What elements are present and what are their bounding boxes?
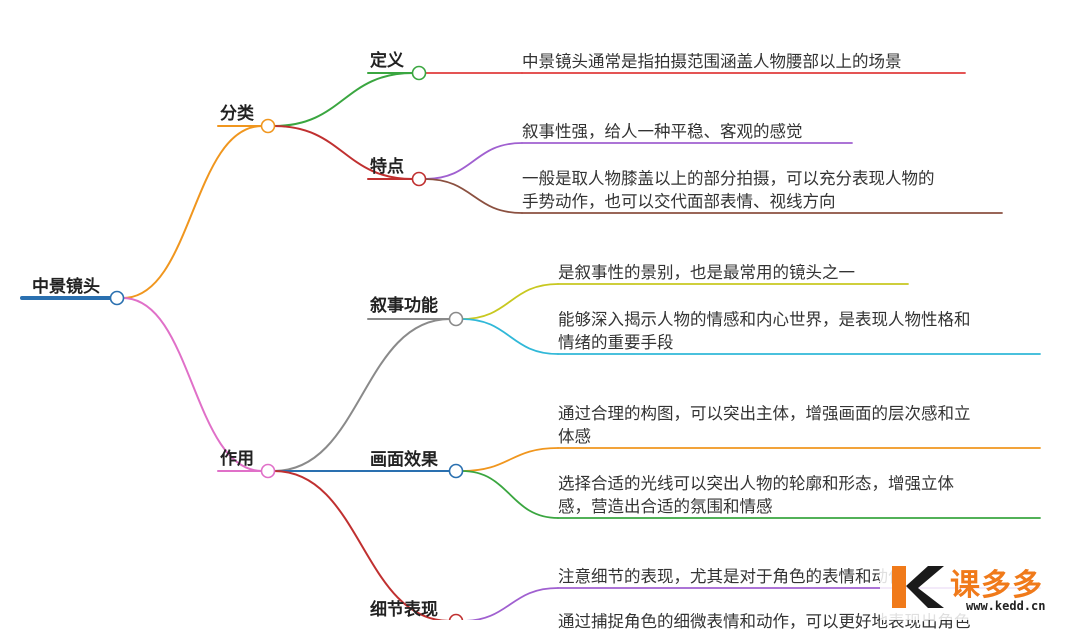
leaf-text: 通过合理的构图，可以突出主体，增强画面的层次感和立体感 bbox=[558, 402, 971, 448]
leaf-text-line: 是叙事性的景别，也是最常用的镜头之一 bbox=[558, 263, 855, 282]
child-edge bbox=[273, 72, 414, 127]
child-node: 定义 bbox=[370, 51, 404, 71]
leaf-text-line: 一般是取人物膝盖以上的部分拍摄，可以充分表现人物的 bbox=[522, 169, 935, 188]
watermark-name: 课多多 bbox=[950, 568, 1043, 603]
child-node-dot bbox=[411, 171, 427, 187]
watermark-url: www.kedd.cn bbox=[966, 599, 1046, 613]
leaf-edge bbox=[461, 283, 559, 320]
leaf-text-line: 能够深入揭示人物的情感和内心世界，是表现人物性格和 bbox=[558, 310, 971, 329]
leaf-edge bbox=[463, 587, 559, 620]
branch-node: 作用 bbox=[220, 449, 254, 469]
leaf-text-line: 感，营造出合适的氛围和情感 bbox=[558, 497, 773, 516]
leaf-text: 叙事性强，给人一种平稳、客观的感觉 bbox=[522, 120, 803, 143]
leaf-text: 选择合适的光线可以突出人物的轮廓和形态，增强立体感，营造出合适的氛围和情感 bbox=[558, 472, 954, 518]
child-node-dot bbox=[448, 311, 464, 327]
child-node: 细节表现 bbox=[370, 600, 438, 620]
mindmap-node-dots bbox=[109, 65, 464, 620]
leaf-edge bbox=[424, 142, 523, 180]
leaf-text: 一般是取人物膝盖以上的部分拍摄，可以充分表现人物的手势动作，也可以交代面部表情、… bbox=[522, 167, 935, 213]
child-edge bbox=[273, 125, 414, 180]
leaf-text-line: 叙事性强，给人一种平稳、客观的感觉 bbox=[522, 122, 803, 141]
leaf-edge bbox=[424, 178, 523, 214]
leaf-text-line: 中景镜头通常是指拍摄范围涵盖人物腰部以上的场景 bbox=[522, 52, 902, 71]
leaf-text-line: 注意细节的表现，尤其是对于角色的表情和动作 bbox=[558, 567, 905, 586]
leaf-text-line: 选择合适的光线可以突出人物的轮廓和形态，增强立体 bbox=[558, 474, 954, 493]
branch-node: 分类 bbox=[220, 104, 254, 124]
child-node-dot bbox=[448, 613, 464, 620]
leaf-text-line: 体感 bbox=[558, 427, 591, 446]
child-node: 画面效果 bbox=[370, 450, 438, 470]
child-node: 叙事功能 bbox=[370, 296, 438, 316]
branch-node-dot bbox=[260, 118, 276, 134]
watermark: 课多多 www.kedd.cn bbox=[880, 560, 1080, 620]
child-node-dot bbox=[411, 65, 427, 81]
mindmap-canvas bbox=[20, 65, 1041, 620]
root-node: 中景镜头 bbox=[32, 277, 100, 297]
root-node-dot bbox=[109, 290, 125, 306]
leaf-text-line: 情绪的重要手段 bbox=[558, 333, 674, 352]
branch-edge bbox=[122, 125, 263, 299]
child-node: 特点 bbox=[370, 157, 404, 177]
leaf-text: 能够深入揭示人物的情感和内心世界，是表现人物性格和情绪的重要手段 bbox=[558, 308, 971, 354]
leaf-edge bbox=[461, 318, 559, 355]
leaf-text: 是叙事性的景别，也是最常用的镜头之一 bbox=[558, 261, 855, 284]
leaf-text-line: 通过合理的构图，可以突出主体，增强画面的层次感和立 bbox=[558, 404, 971, 423]
branch-node-dot bbox=[260, 463, 276, 479]
leaf-text-line: 手势动作，也可以交代面部表情、视线方向 bbox=[522, 192, 836, 211]
k-logo-icon bbox=[892, 566, 944, 608]
child-node-dot bbox=[448, 463, 464, 479]
leaf-text: 中景镜头通常是指拍摄范围涵盖人物腰部以上的场景 bbox=[522, 50, 902, 73]
leaf-edge bbox=[461, 470, 559, 519]
child-edge bbox=[273, 470, 451, 620]
leaf-text: 注意细节的表现，尤其是对于角色的表情和动作 bbox=[558, 565, 905, 588]
leaf-edge bbox=[461, 447, 559, 472]
mindmap-edges bbox=[20, 72, 1041, 620]
branch-edge bbox=[122, 297, 263, 472]
child-edge bbox=[273, 318, 451, 472]
